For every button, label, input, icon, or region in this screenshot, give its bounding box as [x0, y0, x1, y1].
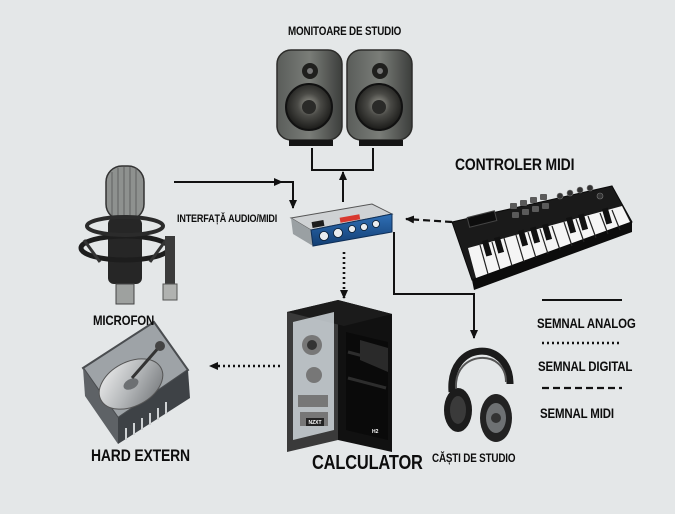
interface-label: INTERFAȚĂ AUDIO/MIDI	[177, 213, 278, 225]
studio-monitors-image	[276, 49, 413, 146]
legend-analog-label: SEMNAL ANALOG	[537, 315, 636, 331]
microphone-label: MICROFON	[93, 312, 155, 328]
legend-digital-label: SEMNAL DIGITAL	[538, 358, 633, 374]
monitor-link-left	[311, 148, 374, 171]
pc-brand-text: NZXT	[308, 420, 321, 426]
midi-controller-image	[451, 184, 633, 290]
hard-drive-label: HARD EXTERN	[91, 446, 190, 465]
hard-drive-image	[81, 320, 190, 444]
interface-to-headphones-arrow	[393, 232, 478, 339]
pc-model-text: H2	[372, 429, 379, 435]
headphones-image	[444, 347, 514, 442]
legend-midi-label: SEMNAL MIDI	[540, 405, 614, 421]
connection-lines	[174, 148, 478, 339]
legend-samples	[542, 299, 622, 390]
midi-lines	[405, 215, 453, 224]
audio-interface-image	[289, 203, 394, 247]
digital-lines	[209, 252, 348, 370]
computer-image	[287, 300, 392, 452]
monitors-label: MONITOARE DE STUDIO	[288, 24, 402, 38]
controller-to-interface-arrow	[405, 215, 453, 224]
computer-label: CALCULATOR	[312, 452, 423, 474]
controller-label: CONTROLER MIDI	[455, 155, 575, 174]
mic-to-interface-arrow	[174, 181, 297, 209]
headphones-label: CĂȘTI DE STUDIO	[432, 451, 516, 465]
microphone-image	[78, 165, 178, 305]
